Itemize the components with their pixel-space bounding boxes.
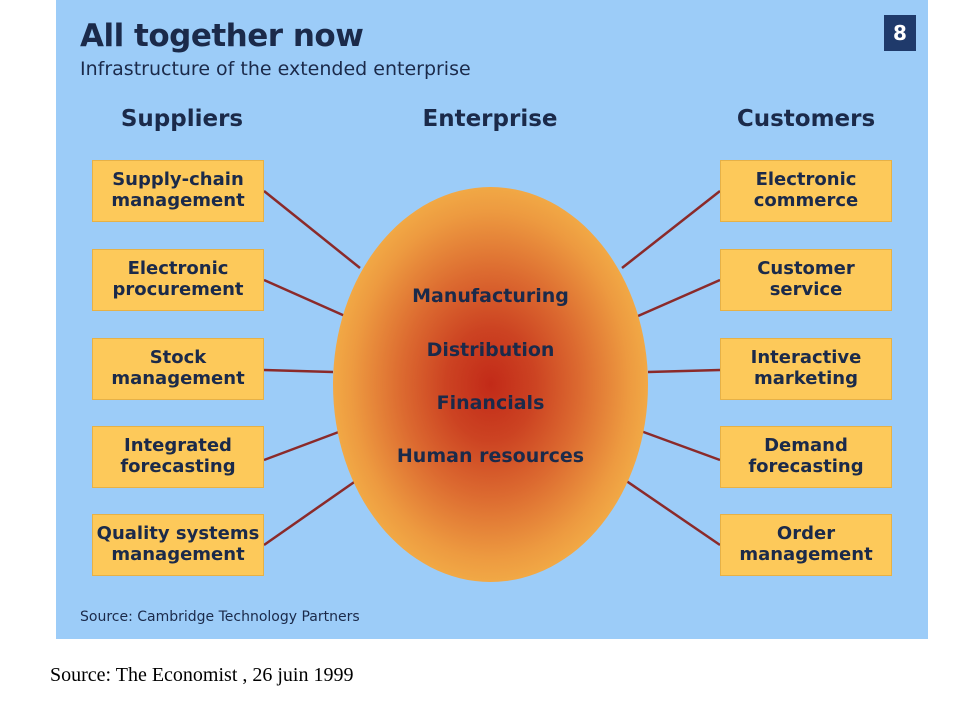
connector-supplier-3 xyxy=(263,368,334,374)
connector-customer-2 xyxy=(637,278,721,318)
diagram-source: Source: Cambridge Technology Partners xyxy=(80,609,360,625)
enterprise-core xyxy=(333,187,648,582)
customer-box: Order management xyxy=(720,514,892,576)
connector-supplier-2 xyxy=(263,278,346,318)
connector-supplier-5 xyxy=(263,476,361,547)
suppliers-heading: Suppliers xyxy=(120,106,244,132)
supplier-box: Stock management xyxy=(92,338,264,400)
customer-box: Electronic commerce xyxy=(720,160,892,222)
supplier-box: Quality systems management xyxy=(92,514,264,576)
supplier-box: Electronic procurement xyxy=(92,249,264,311)
diagram-subtitle: Infrastructure of the extended enterpris… xyxy=(80,58,471,80)
connector-supplier-4 xyxy=(263,428,345,462)
customer-box: Demand forecasting xyxy=(720,426,892,488)
connector-customer-1 xyxy=(621,190,721,269)
connector-customer-5 xyxy=(621,476,721,547)
enterprise-heading: Enterprise xyxy=(422,106,558,132)
connector-supplier-1 xyxy=(263,190,361,269)
supplier-box: Integrated forecasting xyxy=(92,426,264,488)
function-human-resources: Human resources xyxy=(396,445,585,467)
customer-box: Customer service xyxy=(720,249,892,311)
customer-box: Interactive marketing xyxy=(720,338,892,400)
supplier-box: Supply-chain management xyxy=(92,160,264,222)
diagram-title: All together now xyxy=(80,18,364,54)
function-financials: Financials xyxy=(436,392,545,414)
customers-heading: Customers xyxy=(736,106,876,132)
function-distribution: Distribution xyxy=(426,339,555,361)
connector-customer-3 xyxy=(647,368,721,374)
connector-customer-4 xyxy=(637,428,721,462)
slide-source-caption: Source: The Economist , 26 juin 1999 xyxy=(50,664,354,686)
figure-number-badge: 8 xyxy=(884,15,916,51)
function-manufacturing: Manufacturing xyxy=(412,285,569,307)
